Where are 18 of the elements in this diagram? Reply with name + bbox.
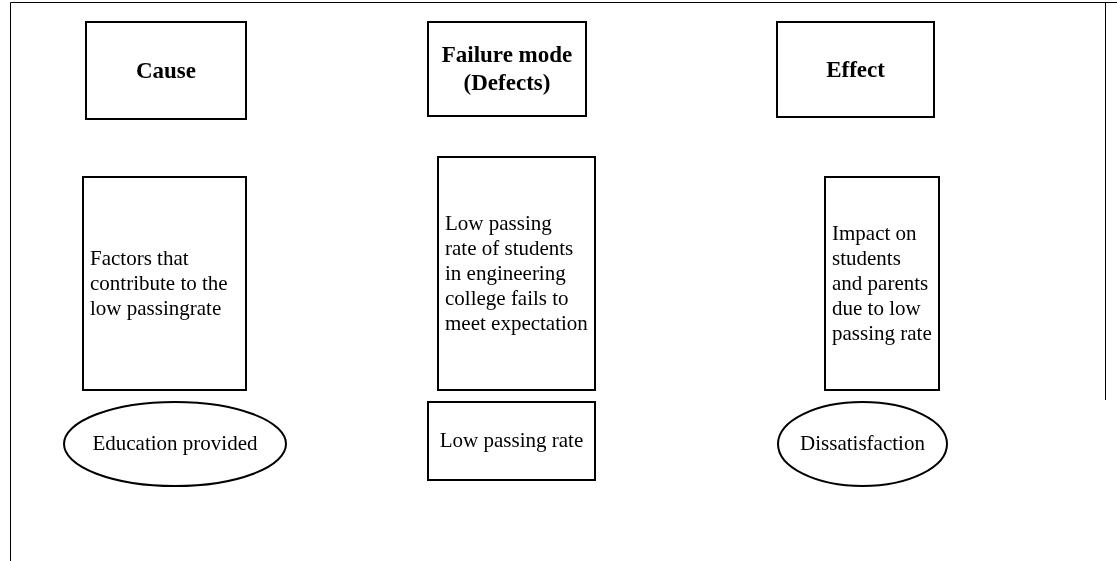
header-box <box>427 21 587 117</box>
process-box <box>437 156 596 391</box>
ellipse-node <box>63 401 287 487</box>
process-box <box>824 176 940 391</box>
process-box <box>427 401 596 481</box>
node-text: Factors that contribute to the low passingrate <box>89 245 229 322</box>
node-text: Education provided <box>91 431 259 457</box>
ellipse-node <box>777 401 948 487</box>
header-box <box>776 21 935 118</box>
header-box <box>85 21 247 120</box>
process-box <box>82 176 247 391</box>
column-heading: Effect <box>826 55 885 84</box>
node-text: Impact on students and parents due to low passing rate <box>831 220 933 347</box>
node-text: Low passing rate <box>438 428 585 454</box>
column-heading: Failure mode (Defects) <box>440 41 574 97</box>
column-heading: Cause <box>135 56 197 85</box>
node-text: Dissatisfaction <box>799 431 926 457</box>
node-text: Low passing rate of students in engineering college fails to meet expectation <box>444 210 589 337</box>
